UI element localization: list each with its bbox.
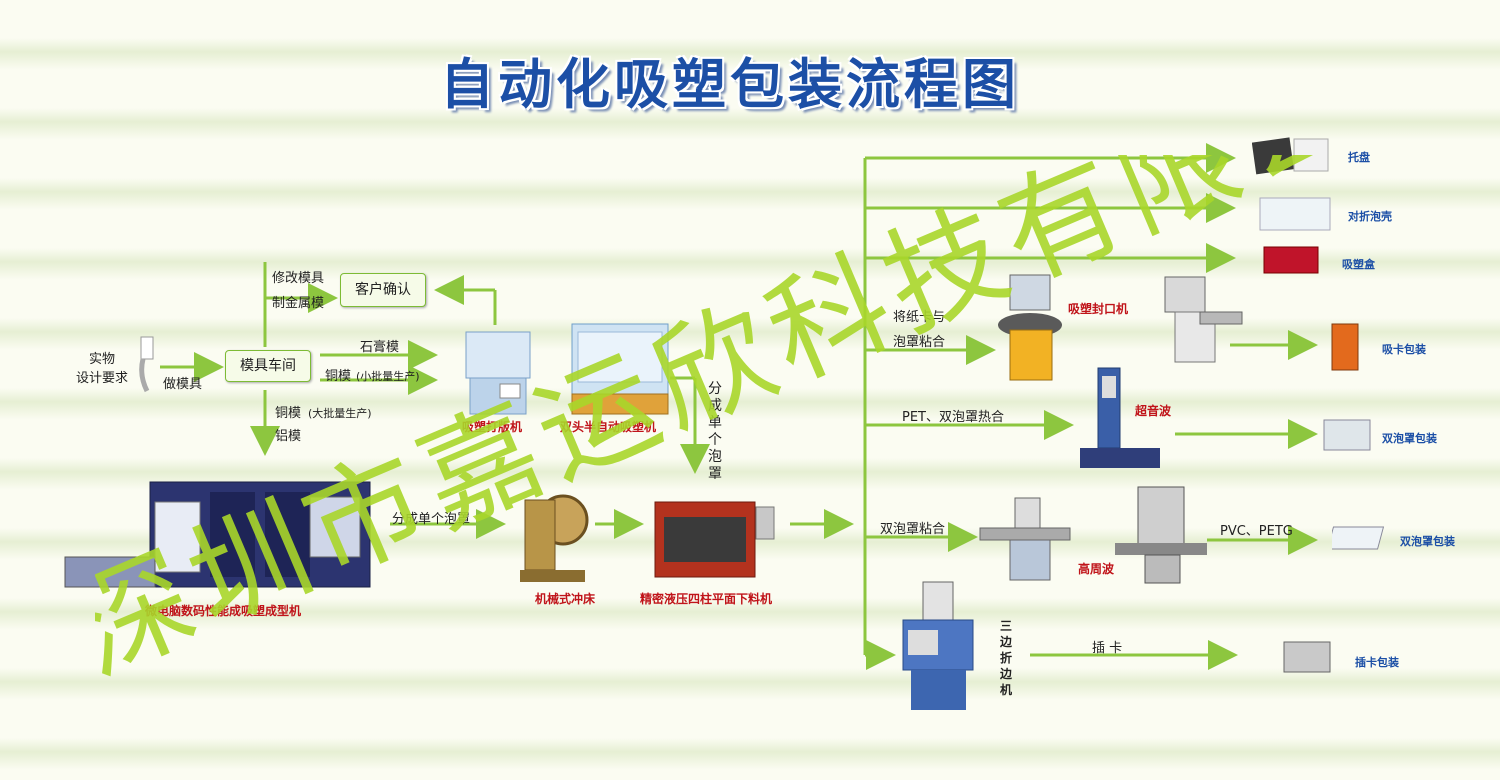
split-single-label: 分成单个泡罩 bbox=[392, 508, 470, 527]
hand-sample-icon bbox=[135, 335, 157, 395]
mech-punch-label: 机械式冲床 bbox=[535, 590, 595, 607]
sample-label: 实物 设计要求 bbox=[72, 348, 132, 386]
large-batch-label: (大批量生产) bbox=[308, 405, 372, 421]
main-forming-machine-label: 微电脑数码性能成吸塑成型机 bbox=[145, 602, 301, 619]
card-pack-product-icon bbox=[1330, 322, 1360, 372]
proofing-machine-icon bbox=[462, 328, 534, 416]
double-head-machine-icon bbox=[570, 322, 670, 417]
double-pack-product-icon bbox=[1322, 418, 1372, 453]
high-frequency-machine-icon bbox=[1110, 485, 1210, 585]
insert-pack-product-icon bbox=[1282, 640, 1332, 675]
mech-punch-icon bbox=[515, 490, 590, 585]
three-side-machine-label: 三边折边机 bbox=[1000, 618, 1016, 698]
paper-card-label-2: 泡罩粘合 bbox=[893, 331, 945, 350]
high-frequency-label: 高周波 bbox=[1078, 560, 1114, 577]
double-pack-label-2: 双泡罩包装 bbox=[1400, 533, 1455, 549]
double-blister-machine-icon bbox=[975, 493, 1075, 585]
clamshell-label: 对折泡壳 bbox=[1348, 208, 1392, 224]
blister-seal-machine-2-icon bbox=[1155, 272, 1245, 367]
precision-cut-label: 精密液压四柱平面下料机 bbox=[640, 590, 772, 607]
plaster-mold-label: 石膏模 bbox=[360, 336, 399, 355]
metal-mold-label: 制金属模 bbox=[272, 292, 324, 311]
customer-confirm-box: 客户确认 bbox=[340, 273, 426, 307]
three-side-machine-icon bbox=[893, 580, 983, 715]
mold-shop-box: 模具车间 bbox=[225, 350, 311, 382]
clamshell-product-icon bbox=[1257, 195, 1337, 235]
tray-label: 托盘 bbox=[1348, 149, 1370, 165]
blister-box-product-icon bbox=[1262, 245, 1322, 275]
tray-product-icon bbox=[1252, 137, 1332, 177]
precision-cut-icon bbox=[650, 497, 780, 585]
proofing-machine-label: 吸塑打版机 bbox=[462, 418, 522, 435]
blister-seal-machine-icon bbox=[995, 270, 1065, 385]
pvc-petg-label: PVC、PETG bbox=[1220, 520, 1293, 539]
aluminum-mold-label: 铝模 bbox=[275, 425, 301, 444]
split-single-vertical-label: 分成单个泡罩 bbox=[708, 381, 724, 483]
double-blister-bond-label: 双泡罩粘合 bbox=[880, 518, 945, 537]
card-pack-label: 吸卡包装 bbox=[1382, 341, 1426, 357]
double-head-machine-label: 双头半自动吸塑机 bbox=[560, 418, 656, 435]
copper-mold-small-label: 铜模 bbox=[325, 365, 351, 384]
blister-seal-label: 吸塑封口机 bbox=[1068, 300, 1128, 317]
blister-box-label: 吸塑盒 bbox=[1342, 256, 1375, 272]
small-batch-label: (小批量生产) bbox=[356, 368, 420, 384]
ultrasonic-machine-icon bbox=[1078, 366, 1163, 471]
copper-mold-large-label: 铜模 bbox=[275, 402, 301, 421]
pet-heat-seal-label: PET、双泡罩热合 bbox=[902, 406, 1004, 425]
insert-card-label: 插 卡 bbox=[1092, 637, 1122, 656]
double-pack-2-product-icon bbox=[1332, 525, 1387, 555]
insert-pack-label: 插卡包装 bbox=[1355, 654, 1399, 670]
paper-card-label-1: 将纸卡与 bbox=[893, 306, 945, 325]
double-pack-label-1: 双泡罩包装 bbox=[1382, 430, 1437, 446]
modify-mold-label: 修改模具 bbox=[272, 267, 324, 286]
make-mold-label: 做模具 bbox=[163, 373, 202, 392]
main-forming-machine-icon bbox=[60, 462, 390, 597]
